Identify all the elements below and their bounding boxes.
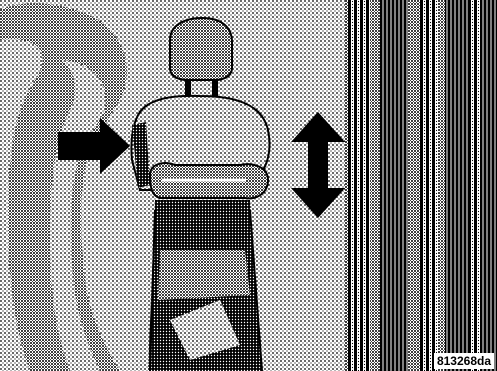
figure-code-label: 813268da <box>434 353 494 369</box>
belt-adjuster-housing <box>131 96 269 198</box>
b-pillar-trim <box>345 0 497 371</box>
seat-belt-webbing <box>148 200 262 371</box>
